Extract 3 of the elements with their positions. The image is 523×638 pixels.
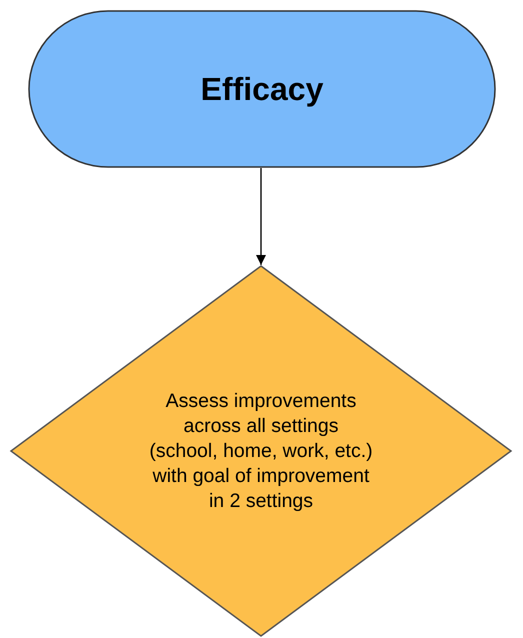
arrow bbox=[256, 168, 266, 265]
terminator-label: Efficacy bbox=[200, 70, 324, 108]
decision-text: Assess improvements across all settings (school, home, work, etc.) with goal of improvement in 2 settings bbox=[148, 388, 374, 514]
